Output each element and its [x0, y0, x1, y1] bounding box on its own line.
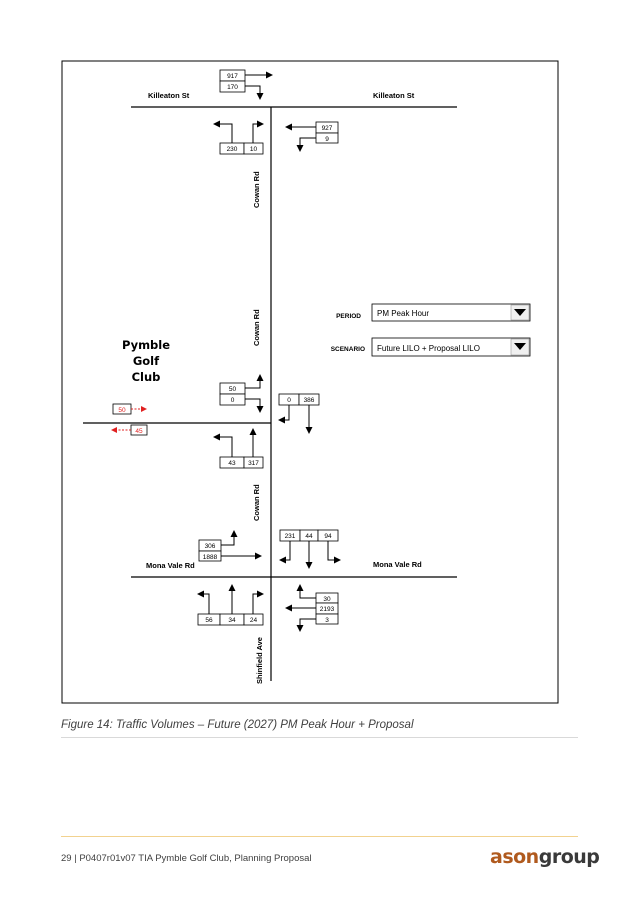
scenario-select-box[interactable] [371, 337, 531, 357]
volume-mona-w-thru: 1888 [203, 554, 218, 561]
chevron-down-icon [514, 343, 526, 350]
logo-part2: group [538, 846, 600, 868]
scenario-select-value: Future LILO + Proposal LILO [377, 344, 480, 353]
movement-arrows [197, 71, 341, 632]
footer-divider [61, 836, 578, 837]
volume-mona-n-thru: 44 [305, 533, 313, 540]
volume-club-out: 50 [118, 407, 126, 414]
mona-vale-rd-label-right: Mona Vale Rd [373, 560, 422, 569]
arrow-club-w-bottom [245, 398, 264, 413]
volume-mona-s-thru: 34 [228, 617, 236, 624]
cowan-rd-label-2: Cowan Rd [252, 309, 261, 346]
scenario-label: SCENARIO [331, 346, 365, 353]
volume-club-n-thru: 386 [304, 397, 315, 404]
cowan-rd-label-1: Cowan Rd [252, 171, 261, 208]
diagram-border [61, 60, 559, 704]
period-select-value: PM Peak Hour [377, 309, 429, 318]
arrow-mona-n-left [327, 541, 341, 564]
club-label-line1: Pymble [122, 338, 170, 352]
club-label-line2: Golf [133, 354, 160, 368]
arrow-mona-e-right [296, 584, 316, 599]
logo-part1: ason [490, 846, 539, 868]
volume-club-in: 45 [135, 428, 143, 435]
volume-mona-s-left: 56 [205, 617, 213, 624]
cowan-rd-label-3: Cowan Rd [252, 484, 261, 521]
arrow-club-s-left [213, 433, 233, 457]
company-logo: asongroup [490, 846, 600, 868]
arrow-mona-e-left [296, 618, 316, 632]
volume-club-w-top: 50 [229, 386, 237, 393]
volume-mona-n-right: 231 [285, 533, 296, 540]
volume-club-s-thru: 317 [248, 460, 259, 467]
arrow-mona-n-right [279, 541, 291, 564]
volume-club-w-bottom: 0 [231, 397, 235, 404]
period-label: PERIOD [336, 313, 361, 320]
volume-kil-w-right: 170 [227, 84, 238, 91]
arrow-kil-s-left [213, 120, 233, 143]
roads [83, 106, 457, 681]
volume-kil-w-thru: 917 [227, 73, 238, 80]
arrow-kil-e-left [296, 137, 316, 152]
volume-mona-s-right: 24 [250, 617, 258, 624]
volume-club-s-left: 43 [228, 460, 236, 467]
volume-mona-e-left: 3 [325, 617, 329, 624]
club-access-arrows [111, 406, 147, 433]
volume-mona-n-left: 94 [324, 533, 332, 540]
volume-kil-s-right: 10 [250, 146, 258, 153]
killeaton-st-label-right: Killeaton St [373, 91, 415, 100]
volume-kil-s-left: 230 [227, 146, 238, 153]
killeaton-st-label-left: Killeaton St [148, 91, 190, 100]
chevron-down-icon [514, 309, 526, 316]
arrow-mona-w-left [221, 530, 238, 546]
page-footer: 29 | P0407r01v07 TIA Pymble Golf Club, P… [61, 853, 312, 864]
club-label-line3: Club [132, 370, 161, 384]
mona-vale-rd-label-left: Mona Vale Rd [146, 561, 195, 570]
period-select-box[interactable] [371, 303, 531, 322]
volume-club-n-left: 0 [287, 397, 291, 404]
volume-mona-e-thru: 2193 [320, 606, 335, 613]
arrow-mona-s-right [252, 590, 264, 614]
volume-mona-w-left: 306 [205, 543, 216, 550]
arrow-club-n-left [278, 405, 290, 424]
arrow-kil-w-right [245, 85, 264, 100]
shinfield-ave-label: Shinfield Ave [255, 637, 264, 684]
volume-kil-e-left: 9 [325, 136, 329, 143]
scenario-control[interactable]: SCENARIO Future LILO + Proposal LILO [331, 337, 531, 357]
arrow-mona-s-left [197, 590, 210, 614]
volume-kil-e-thru: 927 [322, 125, 333, 132]
period-control[interactable]: PERIOD PM Peak Hour [336, 303, 531, 322]
caption-divider [61, 737, 578, 738]
volume-mona-e-right: 30 [323, 596, 331, 603]
arrow-kil-s-right [252, 120, 264, 143]
arrow-club-w-top [245, 374, 264, 389]
figure-caption: Figure 14: Traffic Volumes – Future (202… [61, 719, 414, 731]
